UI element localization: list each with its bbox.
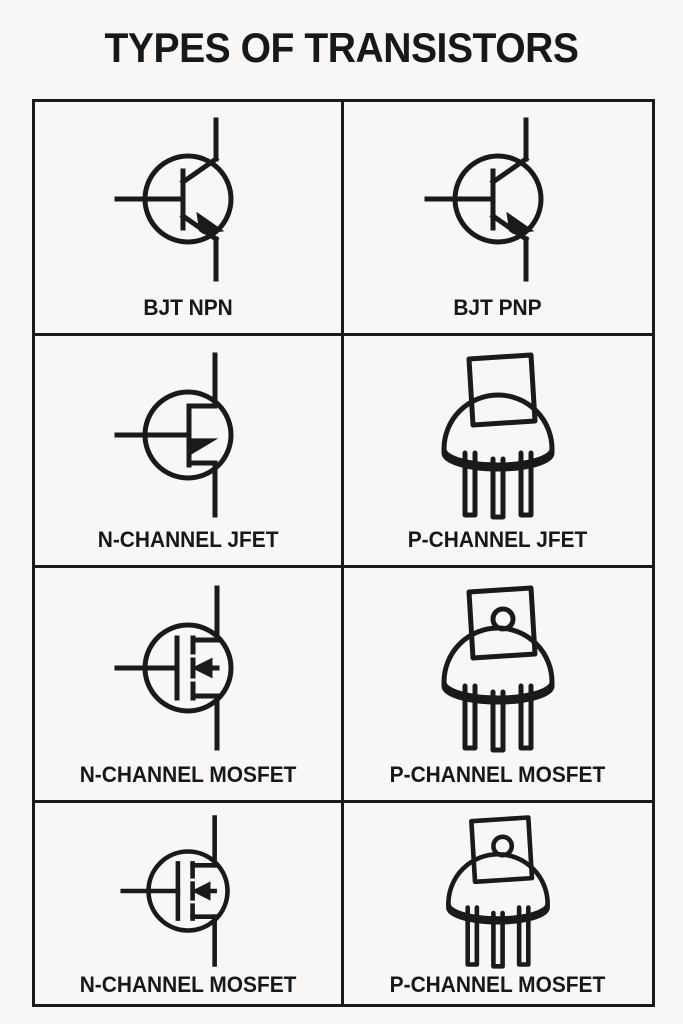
pin-left [462,450,478,517]
cell-label: N-CHANNEL MOSFET [79,762,297,787]
pin-middle [490,910,505,969]
cell-label: BJT NPN [143,295,233,320]
symbol-n-channel-mosfet-wrapper-2 [35,803,341,974]
mounting-tab [468,814,535,884]
cell-label: BJT PNP [453,295,542,320]
symbol-p-channel-mosfet-wrapper [344,568,653,764]
mounting-tab [466,352,538,427]
bjt-pnp-icon [424,117,544,282]
cell-label: P-CHANNEL JFET [407,527,588,552]
table-cell-n-channel-mosfet-2: N-CHANNEL MOSFET [35,803,344,1004]
cell-label: P-CHANNEL MOSFET [389,762,606,787]
transistor-symbol-table: BJT NPN BJT PNP [32,99,655,1007]
table-cell-p-channel-jfet: P-CHANNEL JFET [343,336,653,568]
gate-arrow-icon [187,437,219,457]
body-arrow-icon [191,657,213,679]
pin-left [465,904,479,967]
mounting-tab [466,585,538,661]
table-cell-n-channel-jfet: N-CHANNEL JFET [35,336,344,568]
table-cell-bjt-pnp: BJT PNP [343,102,653,336]
symbol-n-channel-mosfet-wrapper [35,568,341,764]
emitter-arrow-icon [506,211,535,235]
pin-right [518,450,534,517]
pin-middle [490,456,506,519]
body-arrow-icon [191,880,211,901]
n-channel-mosfet-icon [114,585,234,751]
table-cell-bjt-npn: BJT NPN [35,102,344,336]
table-cell-p-channel-mosfet: P-CHANNEL MOSFET [343,568,653,803]
page-title: TYPES OF TRANSISTORS [104,24,579,71]
table-cell-p-channel-mosfet-2: P-CHANNEL MOSFET [344,803,653,1004]
symbol-n-channel-jfet-wrapper [35,336,341,529]
cell-label: N-CHANNEL JFET [97,527,279,552]
p-channel-jfet-package-icon [441,352,555,519]
n-channel-jfet-icon [114,352,234,517]
pin-middle [490,689,506,753]
symbol-bjt-npn-wrapper [35,102,341,297]
cell-label: N-CHANNEL MOSFET [79,972,297,997]
pin-left [462,683,478,751]
can-base-line [441,679,555,701]
pin-right [518,683,534,751]
symbol-p-channel-jfet-wrapper [344,336,653,529]
p-channel-mosfet-package-icon [445,814,550,969]
table-cell-n-channel-mosfet: N-CHANNEL MOSFET [35,568,344,803]
emitter-arrow-icon [196,211,225,235]
pin-right [516,904,531,967]
can-base-line [445,901,550,921]
cell-label: P-CHANNEL MOSFET [389,972,606,997]
n-channel-mosfet-icon [120,814,230,967]
bjt-npn-icon [114,117,234,282]
can-base-line [441,446,555,467]
symbol-bjt-pnp-wrapper [344,102,653,297]
symbol-p-channel-mosfet-wrapper-2 [344,803,653,974]
p-channel-mosfet-package-icon [441,585,555,753]
